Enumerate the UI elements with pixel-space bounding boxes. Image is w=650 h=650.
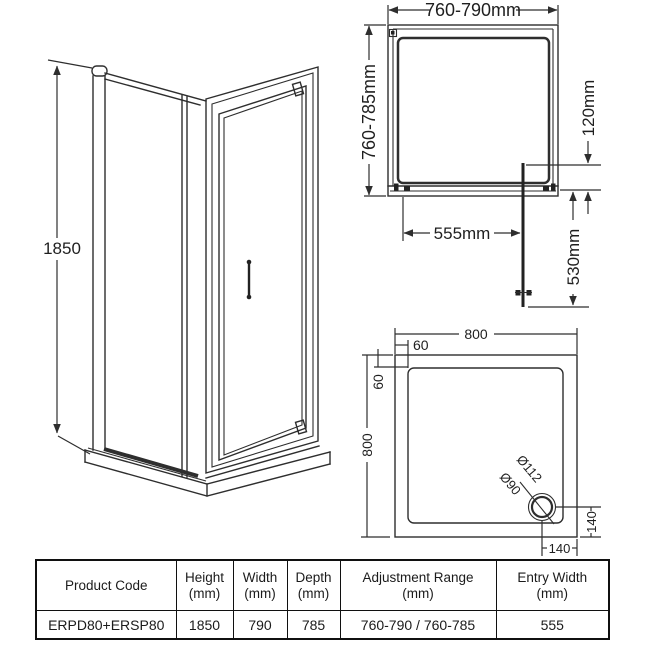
drain-right-offset-dimension-label: 140 [584,511,599,533]
spec-table: Product Code Height (mm) Width (mm) Dept… [35,559,610,640]
cell-entry-width: 555 [495,610,610,640]
drain-bottom-offset-dimension-label: 140 [549,541,571,556]
col-header-width: Width (mm) [232,559,288,611]
tray-top-edge-dimension-label: 60 [413,337,429,353]
side-panel-pole-cap [91,65,108,77]
cell-product-code: ERPD80+ERSP80 [35,610,177,640]
plan-width-dimension-label: 760-790mm [425,0,521,20]
tray-width-dimension-label: 800 [464,326,488,342]
tray-outer-edge [394,354,578,538]
top-hinge [291,81,305,97]
plan-entry-width-dimension-label: 555mm [434,224,491,243]
cell-height: 1850 [175,610,234,640]
cell-depth: 785 [286,610,341,640]
col-header-depth: Depth (mm) [286,559,341,611]
iso-height-dimension-label: 1850 [43,239,81,258]
col-header-product-code: Product Code [35,559,177,611]
cell-width: 790 [232,610,288,640]
plan-outer-wall [387,24,559,197]
tray-depth-dimension-label: 800 [359,433,375,457]
plan-hinge-inset-dimension-label: 120mm [579,80,598,137]
spec-table-data-row: ERPD80+ERSP80 1850 790 785 760-790 / 760… [35,610,610,640]
spec-table-header-row: Product Code Height (mm) Width (mm) Dept… [35,559,610,611]
tray-view-drawing: Ø112 Ø90 800 60 60 800 140 140 [359,326,601,556]
plan-door-swing-dimension-label: 530mm [564,229,583,286]
col-header-entry-width: Entry Width (mm) [495,559,610,611]
bottom-hinge [294,419,308,435]
drain-inner-diameter-label: Ø90 [497,469,524,497]
tray-base [84,447,331,497]
plan-view-drawing: 760-790mm 760-785mm 120mm 555mm 530mm [359,0,601,308]
plan-glass-panel [396,36,551,185]
drain-inner-circle [530,495,554,519]
drain-outer-circle [527,492,557,522]
door-frame-outer [205,66,319,474]
plan-depth-dimension-label: 760-785mm [359,64,379,160]
tray-side-edge-dimension-label: 60 [370,374,386,390]
tray-inner-edge [407,367,564,524]
col-header-height: Height (mm) [175,559,234,611]
col-header-adjustment-range: Adjustment Range (mm) [339,559,497,611]
iso-view-drawing: 1850 [43,59,331,497]
cell-adjustment-range: 760-790 / 760-785 [339,610,497,640]
